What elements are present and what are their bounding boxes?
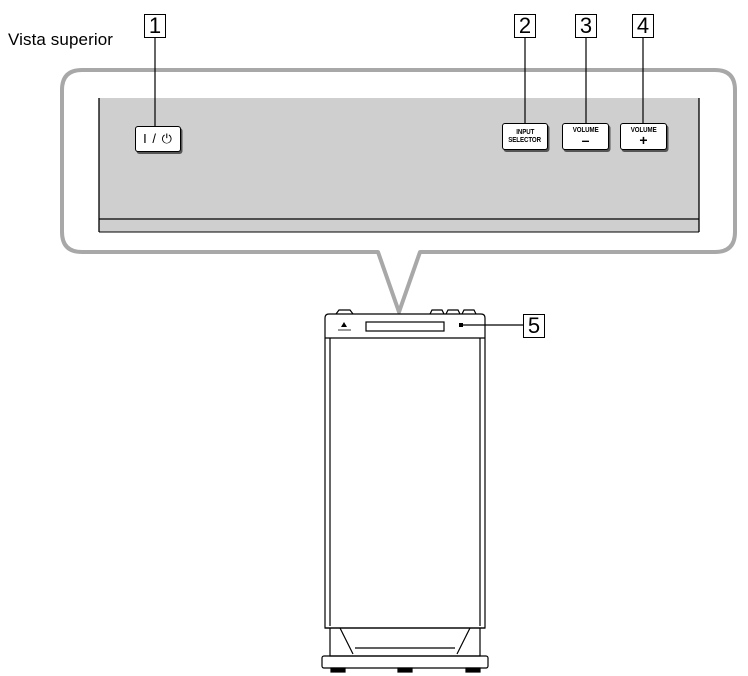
volume-up-label: VOLUME: [630, 126, 657, 134]
power-icon: I / ⏻: [143, 131, 173, 147]
volume-down-label: VOLUME: [572, 126, 599, 134]
view-label: Vista superior: [8, 30, 114, 49]
callout-5: 5: [523, 314, 545, 338]
input-selector-button[interactable]: INPUT SELECTOR: [502, 123, 548, 150]
plus-icon: +: [639, 132, 648, 149]
power-button[interactable]: I / ⏻: [135, 126, 181, 152]
brand-logo-mark: [341, 322, 347, 327]
callout-3: 3: [575, 14, 597, 38]
callout-4: 4: [632, 14, 654, 38]
minus-icon: –: [581, 132, 590, 149]
input-selector-label-line2: SELECTOR: [508, 136, 542, 144]
callout-2: 2: [514, 14, 536, 38]
callout-1: 1: [144, 14, 166, 38]
volume-up-button[interactable]: VOLUME +: [620, 123, 667, 150]
top-panel: [99, 98, 699, 232]
speaker-body: [321, 309, 489, 673]
indicator-led: [459, 323, 463, 327]
input-selector-label-line1: INPUT: [515, 129, 535, 137]
volume-down-button[interactable]: VOLUME –: [562, 123, 609, 150]
